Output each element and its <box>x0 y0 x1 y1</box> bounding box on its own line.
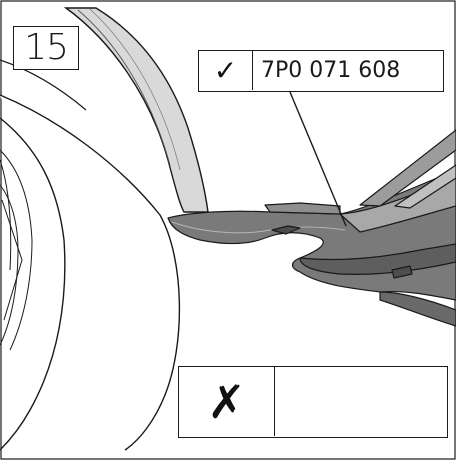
underbody-panel <box>167 129 456 327</box>
correct-part-label: ✓ 7P0 071 608 <box>198 50 444 92</box>
tire-outline <box>0 94 181 451</box>
x-mark-icon: ✗ <box>179 367 275 436</box>
step-number: 15 <box>24 27 69 68</box>
check-mark-icon: ✓ <box>199 51 253 90</box>
part-number: 7P0 071 608 <box>261 58 401 83</box>
wheel-rim <box>0 149 33 351</box>
leader-line <box>289 91 347 227</box>
incorrect-part-box: ✗ <box>178 366 448 438</box>
step-number-box: 15 <box>13 26 79 70</box>
